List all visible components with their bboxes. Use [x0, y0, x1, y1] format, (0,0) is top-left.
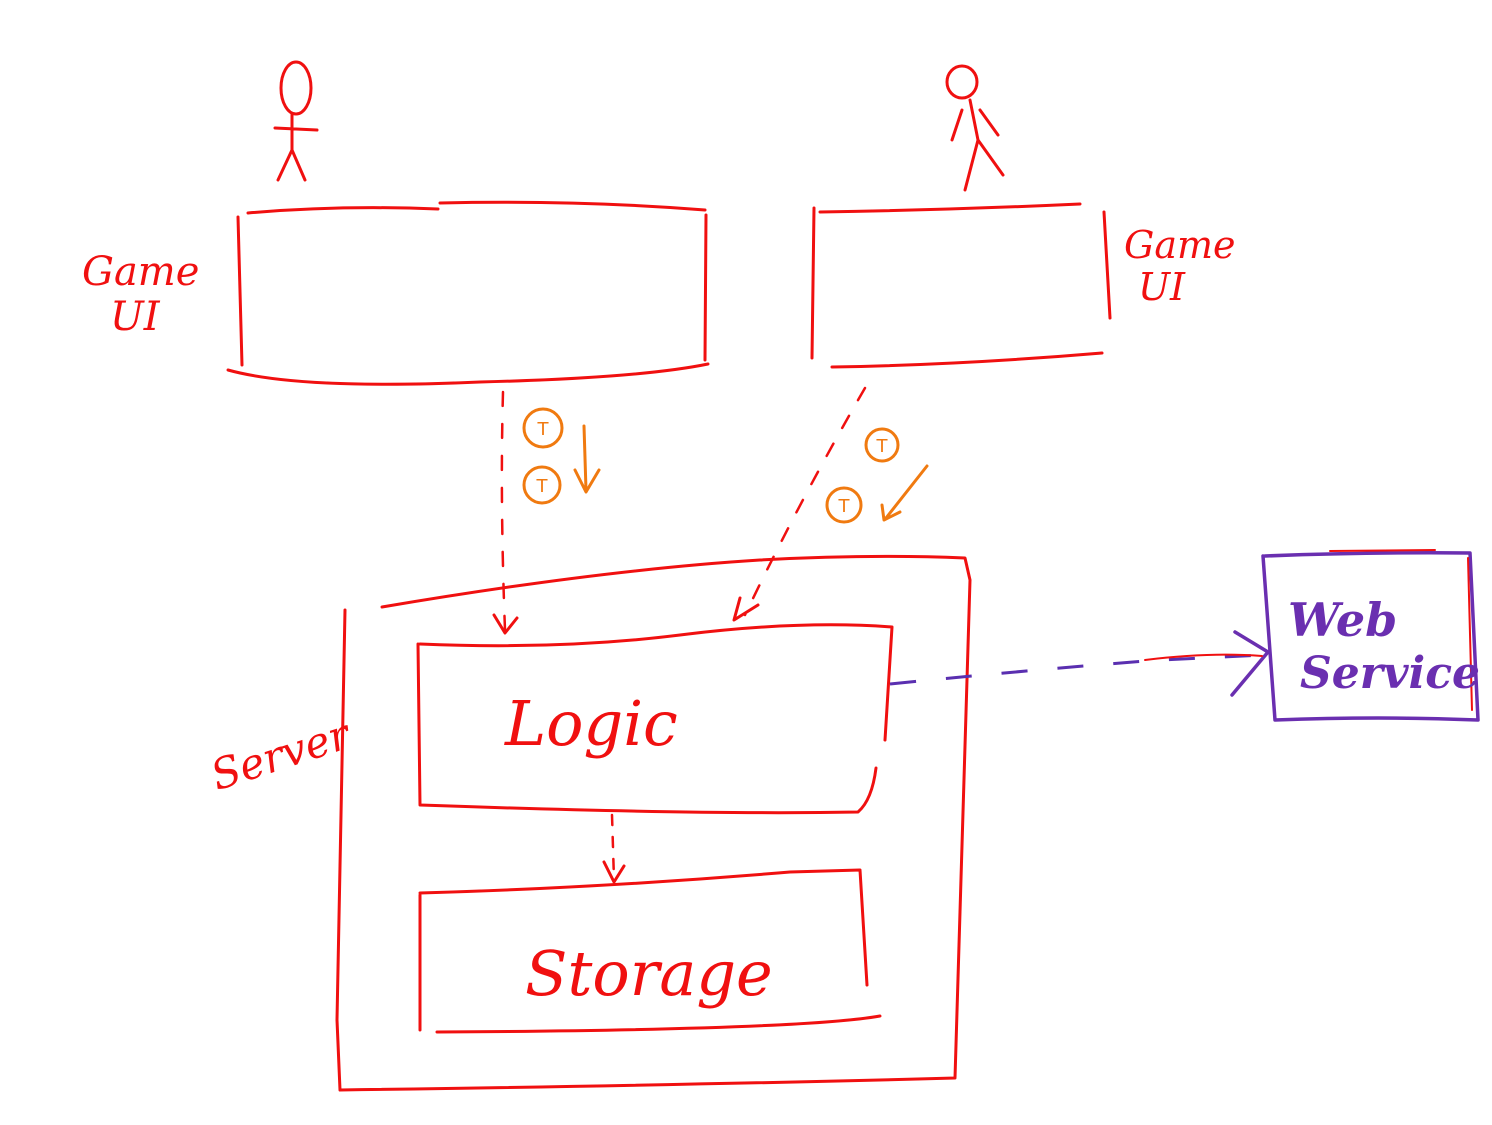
user-figure-left	[273, 60, 319, 182]
user-figure-right	[945, 64, 1005, 192]
dashed-arrow-logic-storage	[610, 813, 616, 882]
dashed-arrow-left	[500, 390, 507, 632]
token-group-right: T T	[825, 427, 929, 524]
logic-box	[416, 623, 894, 815]
token-icon: T	[537, 419, 550, 440]
token-icon: T	[876, 436, 889, 457]
token-icon: T	[536, 476, 549, 497]
storage-box	[418, 868, 882, 1034]
web-service-label-line2: Service	[1300, 648, 1480, 699]
web-service-label-line1: Web	[1288, 593, 1397, 647]
game-ui-label-right-line2: UI	[1138, 265, 1186, 309]
dashed-arrow-right	[743, 386, 867, 617]
logic-label: Logic	[504, 687, 678, 760]
server-label: Server	[205, 709, 358, 800]
game-ui-label-right-line1: Game	[1124, 223, 1236, 267]
game-ui-label-left-line1: Game	[82, 249, 199, 295]
storage-label: Storage	[525, 937, 773, 1010]
game-ui-box-right	[810, 202, 1112, 369]
token-group-left: T T	[522, 407, 601, 505]
dashed-arrow-web-service	[889, 653, 1266, 686]
server-box	[335, 554, 972, 1092]
game-ui-box-left	[226, 200, 710, 386]
web-service-box	[1261, 551, 1480, 722]
token-icon: T	[838, 496, 851, 517]
game-ui-label-left-line2: UI	[110, 294, 161, 340]
